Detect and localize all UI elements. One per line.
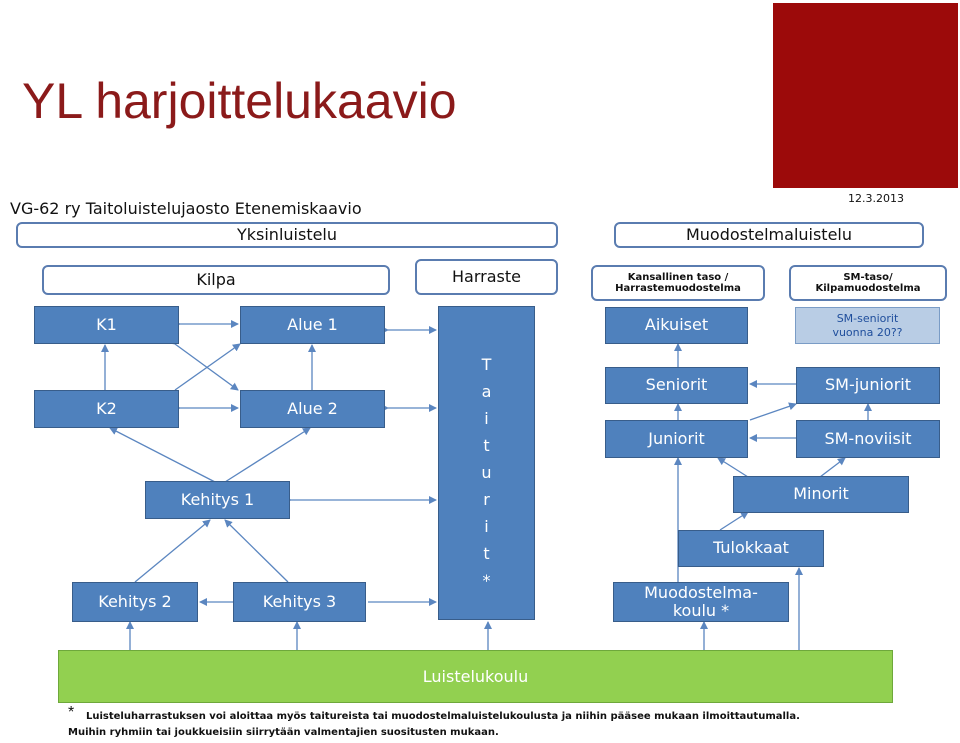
box-alue1: Alue 1	[240, 306, 385, 344]
section-kilpa: Kilpa	[42, 265, 390, 295]
taiturit-letter: *	[482, 571, 491, 590]
arrow-k1-alue2	[166, 336, 239, 391]
footnote-line1: Luisteluharrastuksen voi aloittaa myös t…	[86, 711, 800, 722]
arrow-kehitys1-k2	[109, 427, 216, 483]
arrow-juniorit-smjuniorit	[749, 402, 797, 421]
muodostelmakoulu-line1: Muodostelma-	[644, 582, 758, 602]
footnote-star: *	[68, 704, 75, 721]
box-k1: K1	[34, 306, 179, 344]
arrow-kehitys1-alue2	[224, 427, 311, 483]
box-k2: K2	[34, 390, 179, 428]
arrow-kehitys3-kehitys1	[224, 519, 289, 583]
diagram-date: 12.3.2013	[848, 192, 904, 205]
box-alue2: Alue 2	[240, 390, 385, 428]
section-harraste: Harraste	[415, 259, 558, 295]
arrow-kehitys2-kehitys1	[134, 519, 211, 583]
box-sm-seniorit: SM-seniorit vuonna 20??	[795, 307, 940, 344]
box-muodostelmakoulu: Muodostelma- koulu *	[613, 582, 789, 622]
taiturit-letter: t	[483, 544, 490, 563]
taiturit-letter: T	[481, 355, 492, 374]
arrow-minorit-smnoviisit	[819, 457, 846, 478]
box-juniorit: Juniorit	[605, 420, 748, 458]
taiturit-letter: i	[484, 409, 489, 428]
section-kansallinen-line1: Kansallinen taso /	[627, 271, 729, 283]
footnote-line2: Muihin ryhmiin tai joukkueisiin siirrytä…	[68, 727, 499, 738]
box-kehitys2: Kehitys 2	[72, 582, 198, 622]
taiturit-letter: a	[481, 382, 492, 401]
muodostelmakoulu-line2: koulu *	[672, 601, 730, 620]
section-yksinluistelu: Yksinluistelu	[16, 222, 558, 248]
accent-block	[773, 3, 958, 188]
box-aikuiset: Aikuiset	[605, 307, 748, 344]
box-taiturit: T a i t u r i t *	[438, 306, 535, 620]
sm-seniorit-line1: SM-seniorit	[836, 312, 899, 326]
section-smtaso-line2: Kilpamuodostelma	[815, 283, 921, 294]
taiturit-letter: u	[481, 463, 492, 482]
box-kehitys3: Kehitys 3	[233, 582, 366, 622]
diagram-title: VG-62 ry Taitoluistelujaosto Etenemiskaa…	[10, 199, 362, 218]
slide-title: YL harjoittelukaavio	[22, 73, 457, 129]
section-smtaso-line1: SM-taso/	[843, 271, 893, 283]
section-kansallinen-line2: Harrastemuodostelma	[615, 283, 741, 294]
taiturit-letter: i	[484, 517, 489, 536]
box-seniorit: Seniorit	[605, 367, 748, 404]
arrow-tulokkaat-minorit	[719, 511, 749, 531]
box-sm-noviisit: SM-noviisit	[796, 420, 940, 458]
box-luistelukoulu: Luistelukoulu	[58, 650, 893, 703]
box-minorit: Minorit	[733, 476, 909, 513]
box-tulokkaat: Tulokkaat	[678, 530, 824, 567]
box-sm-juniorit: SM-juniorit	[796, 367, 940, 404]
taiturit-letter: r	[483, 490, 490, 509]
section-muodostelmaluistelu: Muodostelmaluistelu	[614, 222, 924, 248]
taiturit-letter: t	[483, 436, 490, 455]
section-kansallinen-taso: Kansallinen taso / Harrastemuodostelma	[591, 265, 765, 301]
section-sm-taso: SM-taso/ Kilpamuodostelma	[789, 265, 947, 301]
box-kehitys1: Kehitys 1	[145, 481, 290, 519]
arrow-minorit-juniorit	[717, 457, 749, 478]
sm-seniorit-line2: vuonna 20??	[832, 325, 903, 339]
